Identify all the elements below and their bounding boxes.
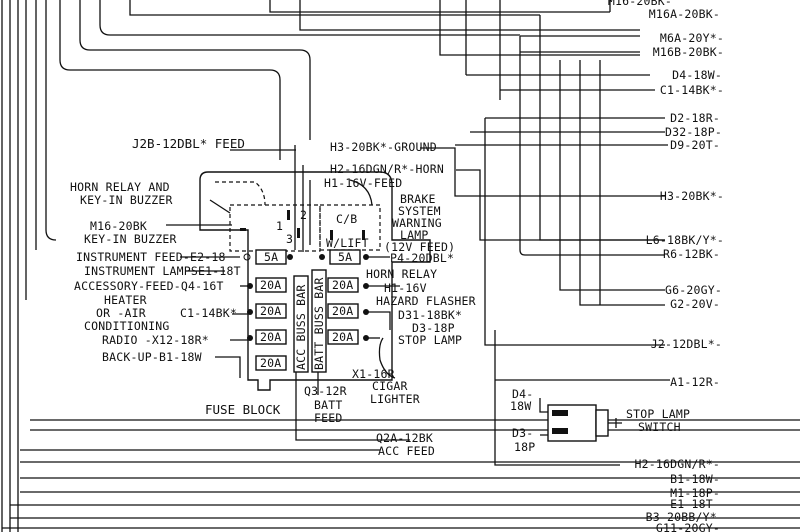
e1-label: E1-18T (198, 264, 241, 278)
air-label: OR -AIR (96, 306, 146, 320)
h1-label: H1-16V (384, 281, 427, 295)
q2-label: Q2A-12BK (376, 431, 433, 445)
wire-label: M1-18P- (670, 486, 720, 500)
fuse-column-right (327, 249, 361, 345)
brake-label-5: (12V FEED) (384, 240, 455, 254)
switch-d3-label: D3- (512, 426, 533, 440)
radio-label: RADIO -X12-18R* (102, 333, 209, 347)
feed-label: J2B-12DBL* FEED (132, 136, 245, 151)
horn-relay-right-label: HORN RELAY (366, 267, 437, 281)
fuse-rating: 20A (260, 330, 281, 344)
fuse-block-title: FUSE BLOCK (205, 402, 281, 417)
wire-label: B3-20BB/Y*- (646, 510, 724, 524)
d31-label: D31-18BK* (398, 308, 462, 322)
batt-buss-bar (311, 269, 327, 373)
fuse-rating: 20A (260, 356, 281, 370)
fuse-rating: 20A (260, 278, 281, 292)
wire-label: L6-18BK/Y*- (646, 233, 724, 247)
wire-label: H2-16DGN/R*- (635, 457, 720, 471)
brake-label-2: SYSTEM (398, 204, 441, 218)
d3-label: D3-18P (412, 321, 455, 335)
fuse-rating: 5A (338, 250, 352, 264)
cigar-label-2: LIGHTER (370, 392, 420, 406)
fuse-rating: 20A (332, 330, 353, 344)
switch-title-2: SWITCH (638, 420, 681, 434)
brake-label-3: WARNING (392, 216, 442, 230)
switch-d4-label: D4- (512, 387, 533, 401)
wire-label: D2-18R- (670, 111, 720, 125)
brake-label-4: LAMP (400, 228, 429, 242)
fuse-rating: 20A (260, 304, 281, 318)
q3-label: Q3-12R (304, 384, 347, 398)
switch-labels: D4- 18W D3- 18P STOP LAMP SWITCH (510, 387, 690, 454)
instrument-lamps-label: INSTRUMENT LAMPS (84, 264, 198, 278)
backup-label: BACK-UP-B1-18W (102, 350, 202, 364)
fuse-rating: 20A (332, 304, 353, 318)
c1-label: C1-14BK* (180, 306, 237, 320)
wire-label-top: M16-20BK- (608, 0, 672, 8)
wire-label: M16A-20BK- (649, 7, 720, 21)
relay-num-1: 1 (276, 219, 283, 233)
right-labels: M16-20BK- M16A-20BK- M6A-20Y*- M16B-20BK… (608, 0, 724, 532)
fuse-block-labels: J2B-12DBL* FEED HORN RELAY AND KEY-IN BU… (70, 136, 476, 458)
h2-horn-label: H2-16DGN/R*-HORN (330, 162, 444, 176)
wire-label: G2-20V- (670, 297, 720, 311)
x1-label: X1-16R (352, 367, 395, 381)
stop-lamp-label: STOP LAMP (398, 333, 462, 347)
wire-label: D4-18W- (672, 68, 722, 82)
relay-num-3: 3 (286, 232, 293, 246)
horn-relay-label-1: HORN RELAY AND (70, 180, 170, 194)
hazard-label: HAZARD FLASHER (376, 294, 476, 308)
batt-label: BATT (314, 398, 343, 412)
acc-feed-label: ACC FEED (378, 444, 435, 458)
horn-relay-outline (229, 204, 321, 252)
batt-buss-label: BATT BUSS BAR (312, 277, 326, 370)
acc-buss-label: ACC BUSS BAR (294, 285, 308, 370)
terminal-dots (243, 253, 369, 341)
acc-buss-bar (293, 275, 309, 373)
brake-label-1: BRAKE (400, 192, 436, 206)
wire-label: A1-12R- (670, 375, 720, 389)
fuse-rating: 5A (264, 250, 278, 264)
feed-label-2: FEED (314, 411, 343, 425)
p4-label: P4-20DBL* (390, 251, 454, 265)
horn-relay-label-2: KEY-IN BUZZER (80, 193, 173, 207)
cb-label: C/B (336, 212, 357, 226)
switch-title-1: STOP LAMP (626, 407, 690, 421)
relay-num-2: 2 (300, 208, 307, 222)
h1-feed-label: H1-16V-FEED (324, 176, 402, 190)
wire-label: M16B-20BK- (653, 45, 724, 59)
wire-label: R6-12BK- (663, 247, 720, 261)
cigar-label-1: CIGAR (372, 379, 408, 393)
wire-label: H3-20BK*- (660, 189, 724, 203)
switch-d4-gauge: 18W (510, 399, 531, 413)
key-in-buzzer-label: KEY-IN BUZZER (84, 232, 177, 246)
fuse-column-left (255, 249, 287, 371)
stop-lamp-switch (539, 398, 622, 442)
wire-label: M6A-20Y*- (660, 31, 724, 45)
wire-label: C1-14BK*- (660, 83, 724, 97)
wire-label: J2-12DBL*- (651, 337, 722, 351)
accessory-feed-label: ACCESSORY-FEED-Q4-16T (74, 279, 224, 293)
switch-d3-gauge: 18P (514, 440, 535, 454)
wire-label: E1-18T- (670, 497, 720, 511)
fuse-block (199, 145, 431, 441)
wlift-label: W/LIFT (326, 236, 369, 250)
h3-ground-label: H3-20BK*-GROUND (330, 140, 437, 154)
heater-label: HEATER (104, 293, 147, 307)
wire-label: B1-18W- (670, 472, 720, 486)
fuse-rating: 20A (332, 278, 353, 292)
m16-label: M16-20BK (90, 219, 147, 233)
wire-label: D32-18P- (665, 125, 722, 139)
instrument-feed-label: INSTRUMENT FEED-E2-18 (76, 250, 226, 264)
conditioning-label: CONDITIONING (84, 319, 169, 333)
wire-label: D9-20T- (670, 138, 720, 152)
wire-label: G11-20GY- (656, 521, 720, 532)
wire-label: G6-20GY- (665, 283, 722, 297)
